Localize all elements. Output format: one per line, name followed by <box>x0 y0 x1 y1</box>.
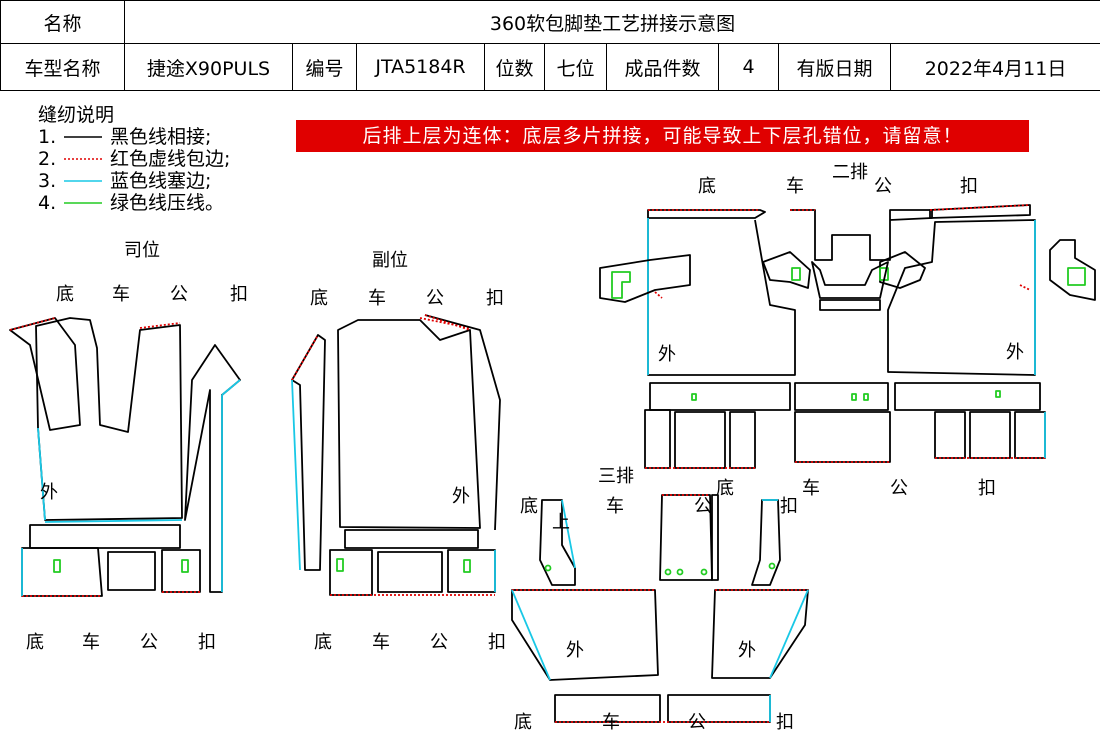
label-che: 车 <box>82 632 100 653</box>
legend-num: 3. <box>38 170 57 192</box>
black-line-swatch <box>64 136 102 138</box>
label-kou: 扣 <box>230 284 248 305</box>
label-kou: 扣 <box>780 496 798 517</box>
label-che: 车 <box>786 176 804 197</box>
green-line-swatch <box>64 202 102 204</box>
legend-num: 2. <box>38 148 57 170</box>
label-kou: 扣 <box>960 176 978 197</box>
legend-item-green: 4. 绿色线压线。 <box>38 192 230 214</box>
label-wai: 外 <box>658 344 676 365</box>
seats-label: 位数 <box>484 43 545 91</box>
date-value: 2022年4月11日 <box>889 43 1100 91</box>
car-model-value: 捷途X90PULS <box>124 43 293 91</box>
sewing-legend: 缝纫说明 1. 黑色线相接; 2. 红色虚线包边; 3. 蓝色线塞边; 4. 绿… <box>38 104 230 214</box>
label-gong: 公 <box>694 496 712 517</box>
label-kou: 扣 <box>486 288 504 309</box>
legend-text: 绿色线压线。 <box>110 192 225 214</box>
name-label: 名称 <box>0 0 125 44</box>
passenger-section-title: 副位 <box>372 250 408 271</box>
pieces-value: 4 <box>718 43 779 91</box>
label-gong: 公 <box>890 478 908 499</box>
label-di: 底 <box>716 478 734 499</box>
label-kou: 扣 <box>776 712 794 733</box>
legend-num: 1. <box>38 126 57 148</box>
label-che: 车 <box>602 712 620 733</box>
label-wai: 外 <box>738 640 756 661</box>
label-di: 底 <box>520 496 538 517</box>
label-wai: 外 <box>1006 342 1024 363</box>
label-che: 车 <box>112 284 130 305</box>
label-di: 底 <box>310 288 328 309</box>
label-kou: 扣 <box>198 632 216 653</box>
passenger-mat <box>291 314 501 596</box>
cyan-line-swatch <box>64 180 102 182</box>
driver-mat <box>9 317 241 597</box>
row2-section-title: 二排 <box>832 162 868 183</box>
legend-text: 黑色线相接; <box>110 126 212 148</box>
warning-banner: 后排上层为连体：底层多片拼接，可能导致上下层孔错位，请留意！ <box>296 120 1029 152</box>
legend-item-red: 2. 红色虚线包边; <box>38 148 230 170</box>
label-kou: 扣 <box>978 478 996 499</box>
label-gong: 公 <box>430 632 448 653</box>
label-di: 底 <box>56 284 74 305</box>
label-di: 底 <box>698 176 716 197</box>
label-gong: 公 <box>170 284 188 305</box>
label-che: 车 <box>368 288 386 309</box>
label-wai: 外 <box>566 640 584 661</box>
label-wai: 外 <box>452 486 470 507</box>
label-gong: 公 <box>874 176 892 197</box>
seats-value: 七位 <box>544 43 607 91</box>
label-kou: 扣 <box>488 632 506 653</box>
legend-item-black: 1. 黑色线相接; <box>38 126 230 148</box>
info-table: 名称 360软包脚垫工艺拼接示意图 车型名称 捷途X90PULS 编号 JTA5… <box>0 0 1100 91</box>
diagram-title: 360软包脚垫工艺拼接示意图 <box>123 0 1100 44</box>
label-che: 车 <box>802 478 820 499</box>
legend-text: 红色虚线包边; <box>110 148 231 170</box>
label-di: 底 <box>314 632 332 653</box>
label-wai: 外 <box>40 482 58 503</box>
label-di: 底 <box>26 632 44 653</box>
driver-section-title: 司位 <box>124 240 160 261</box>
pieces-label: 成品件数 <box>606 43 719 91</box>
legend-item-cyan: 3. 蓝色线塞边; <box>38 170 230 192</box>
date-label: 有版日期 <box>778 43 891 91</box>
legend-text: 蓝色线塞边; <box>110 170 212 192</box>
label-gong: 公 <box>688 712 706 733</box>
row2-mat <box>599 204 1096 469</box>
label-shang: 上 <box>552 512 570 533</box>
label-che: 车 <box>372 632 390 653</box>
label-gong: 公 <box>426 288 444 309</box>
legend-num: 4. <box>38 192 57 214</box>
row3-section-title: 三排 <box>598 466 634 487</box>
row3-mat <box>511 494 809 723</box>
legend-title: 缝纫说明 <box>38 104 115 126</box>
label-di: 底 <box>514 712 532 733</box>
label-gong: 公 <box>140 632 158 653</box>
label-che: 车 <box>606 496 624 517</box>
